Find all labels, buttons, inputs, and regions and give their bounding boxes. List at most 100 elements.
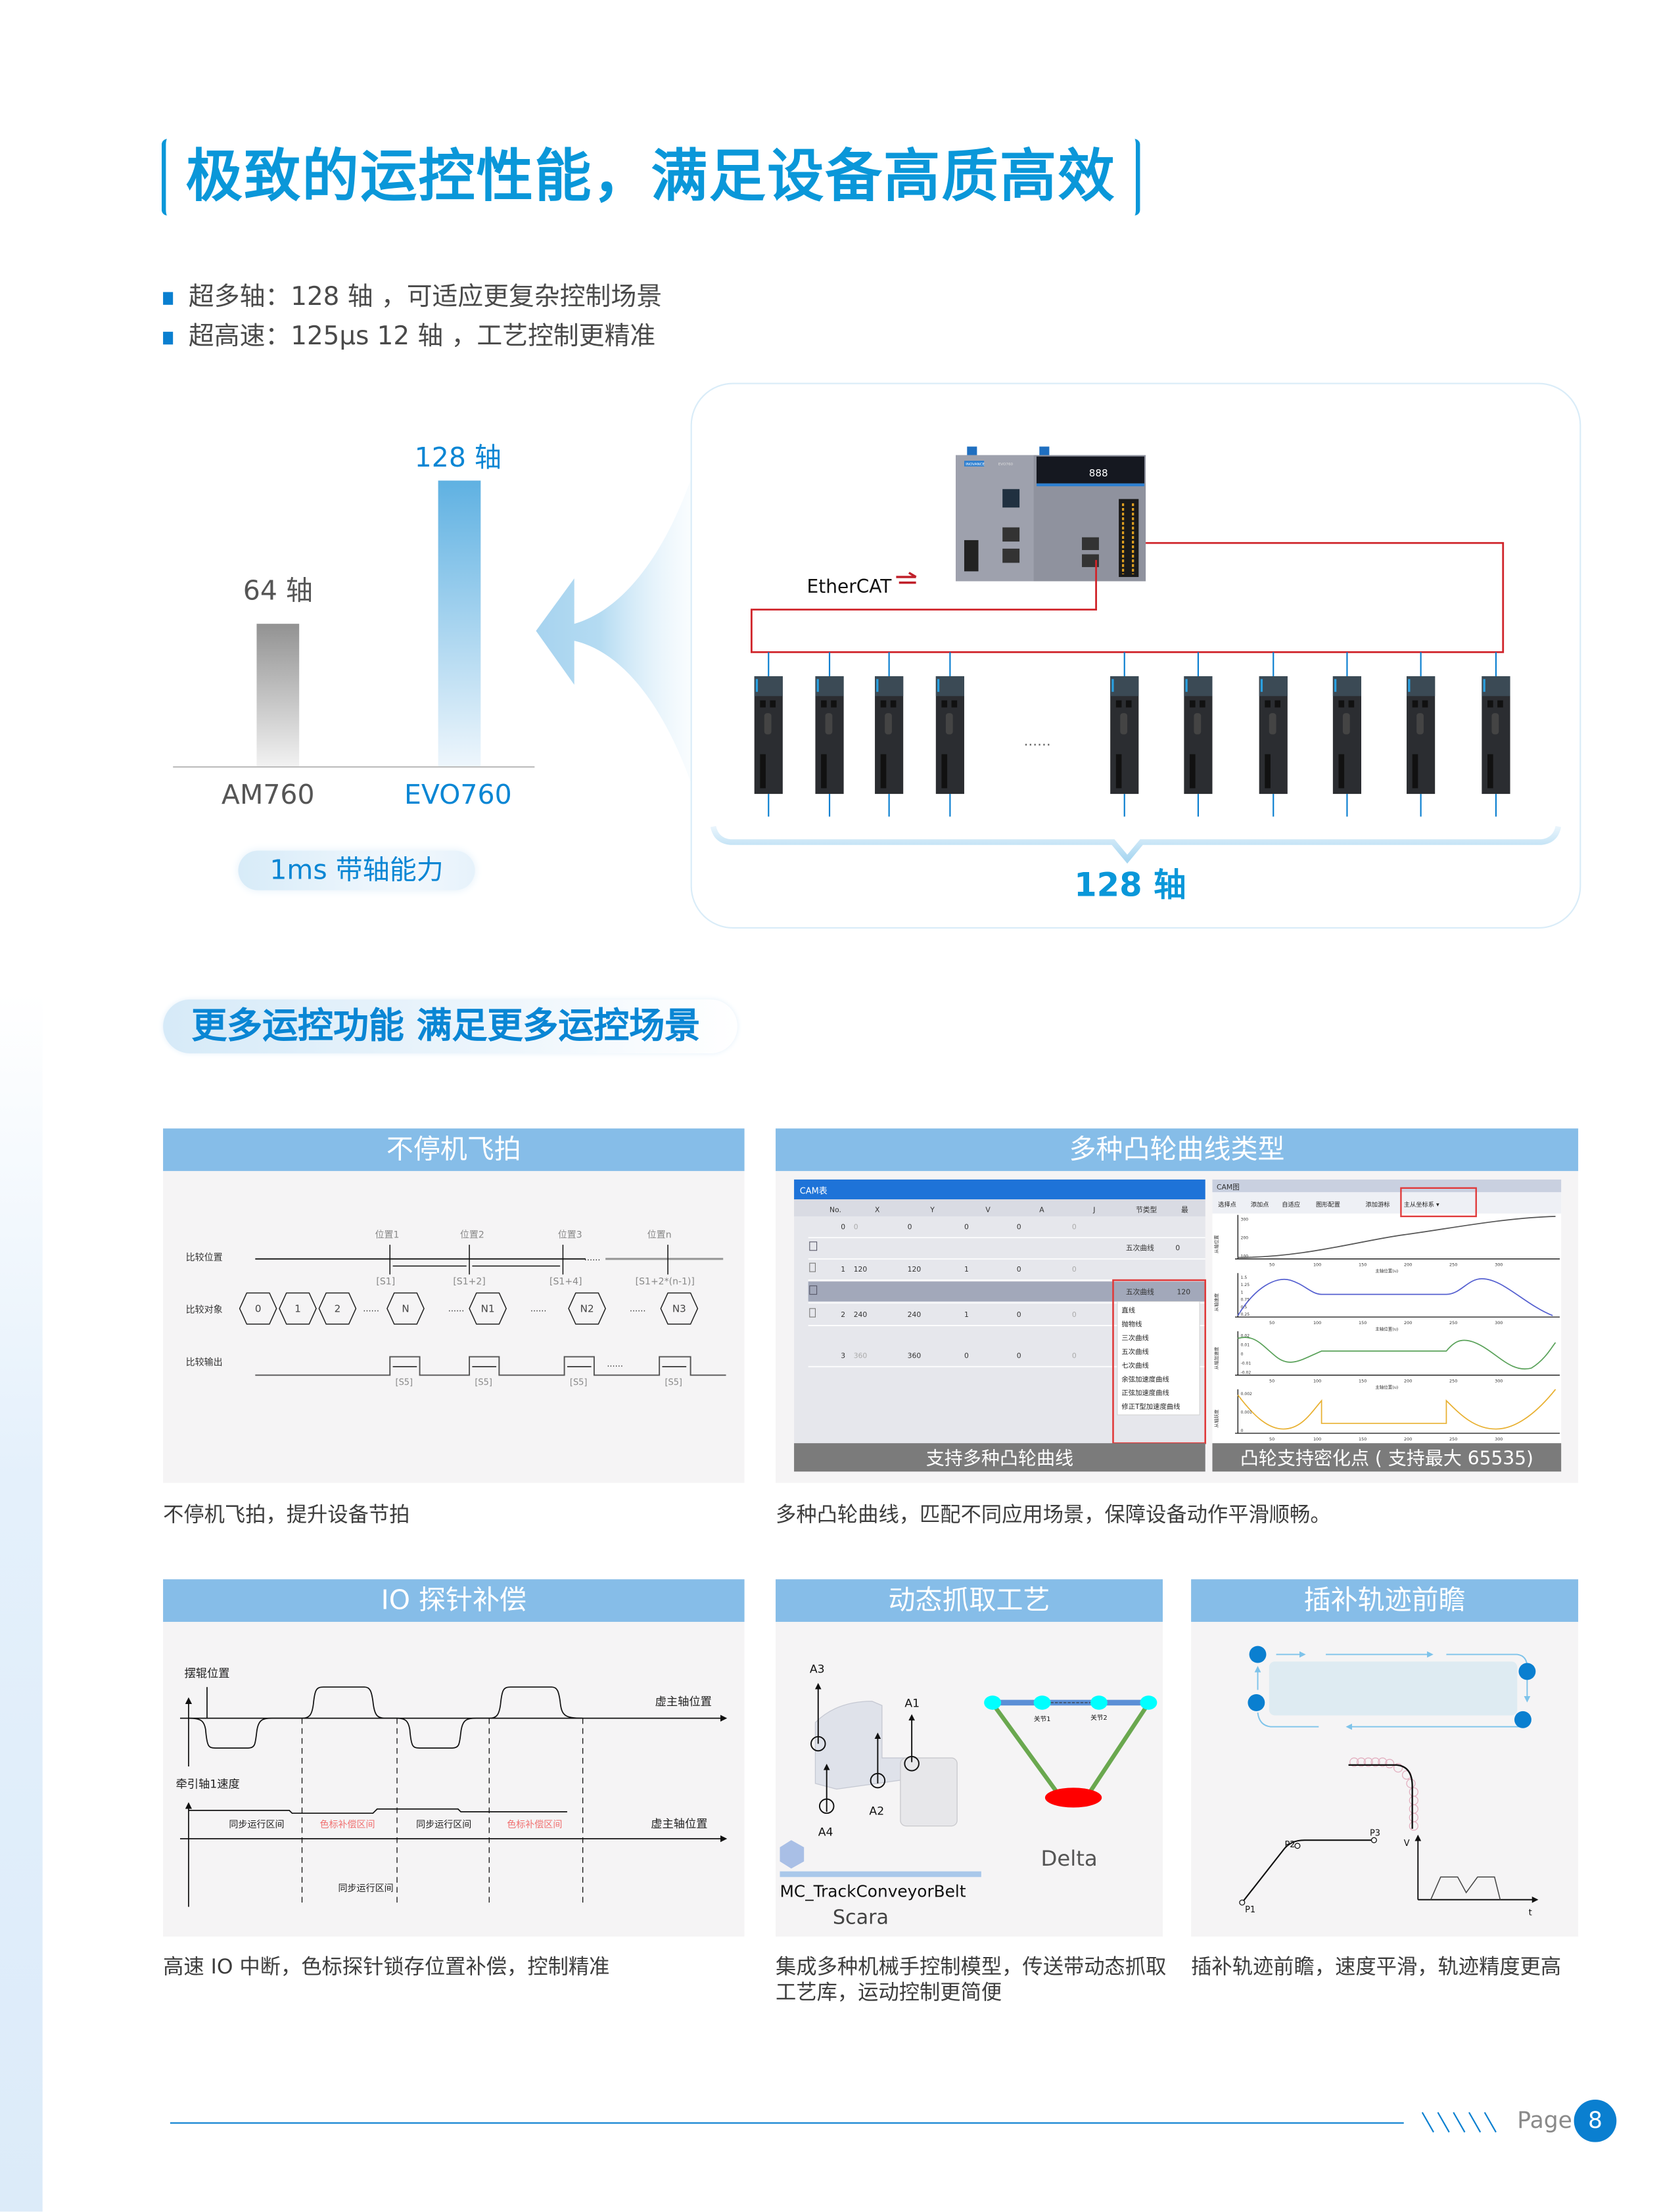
delete-icon[interactable] [809, 1308, 816, 1318]
compare-object-hex [568, 1292, 606, 1325]
insert-row-icon[interactable] [809, 1285, 818, 1295]
toolbar-button[interactable]: 自适应 [1282, 1201, 1300, 1209]
servo-drive [1259, 652, 1288, 817]
plot-ylabel: 从轴位置 [1213, 1235, 1219, 1253]
column-header: 节类型 [1136, 1205, 1157, 1214]
dropdown-option[interactable]: 正弦加速度曲线 [1121, 1389, 1169, 1397]
interval-label: [S1+4] [549, 1277, 582, 1287]
ethercat-logo: EtherCAT [807, 576, 893, 597]
cell-v: 1 [964, 1310, 969, 1319]
axis-capability-badge: 1ms 带轴能力 [238, 850, 475, 890]
page-title: 极致的运控性能，满足设备高质高效 [185, 145, 1116, 210]
cam-graph-title: CAM图 [1217, 1183, 1240, 1191]
compare-object-label: N3 [672, 1303, 686, 1315]
zone-label-sync: 同步运行区间 [416, 1820, 471, 1830]
plot-ytick: 0.002 [1241, 1392, 1252, 1396]
servo-drive [1407, 652, 1436, 817]
compare-object-hex [660, 1292, 699, 1325]
plot-xtick: 150 [1359, 1437, 1367, 1442]
toolbar-button[interactable]: 主从坐标系 ▾ [1404, 1201, 1439, 1209]
plot-xtick: 200 [1404, 1378, 1412, 1383]
plot-xtick: 300 [1495, 1378, 1503, 1383]
segment-type-dropdown[interactable] [1117, 1301, 1200, 1416]
plot-ytick: 200 [1241, 1235, 1249, 1240]
velocity-axis-label: V [1404, 1839, 1410, 1849]
pulse-width-label: [S5] [475, 1378, 492, 1388]
card-title: 不停机飞拍 [163, 1128, 745, 1171]
compare-object-hex [469, 1292, 507, 1325]
joint-label: 关节2 [1090, 1713, 1108, 1722]
bullet-square-icon [163, 291, 174, 304]
plot-xtick: 50 [1269, 1262, 1274, 1267]
card-caption: 多种凸轮曲线，匹配不同应用场景，保障设备动作平滑顺畅。 [776, 1504, 1331, 1527]
plot-ytick: 0.02 [1241, 1333, 1250, 1338]
compare-object-hex [279, 1292, 317, 1325]
plot-xtick: 250 [1449, 1320, 1457, 1325]
robot-models-illustration: A3 A1 A2 A4 关节1 关节2 Delta MC_TrackConvey… [780, 1663, 1157, 1929]
toolbar-button[interactable]: 添加点 [1251, 1201, 1269, 1209]
row-number: 1 [841, 1265, 845, 1274]
lower-axis-label: 牵引轴1速度 [176, 1778, 240, 1791]
page-number-badge: 8 [1574, 2099, 1617, 2142]
position-label: 位置2 [460, 1230, 484, 1240]
plot-xtick: 50 [1269, 1437, 1274, 1442]
plot-ytick: 0 [1241, 1352, 1244, 1356]
plot-ytick: 100 [1241, 1255, 1249, 1259]
cell-y: 0 [908, 1222, 912, 1231]
column-header: Y [929, 1205, 935, 1214]
axis-bar-chart [173, 480, 535, 768]
interpolation-illustration: P1 P2 P3 V t [1239, 1646, 1539, 1918]
delete-icon[interactable] [809, 1262, 816, 1272]
row-label: 比较输出 [186, 1356, 223, 1368]
controller-image: INOVANCE EVO760 888 [956, 446, 1146, 582]
cell-j: 0 [1072, 1310, 1077, 1319]
insert-row-icon[interactable] [809, 1241, 818, 1251]
card-caption: 插补轨迹前瞻，速度平滑，轨迹精度更高 [1191, 1956, 1562, 1979]
dropdown-option[interactable]: 三次曲线 [1121, 1334, 1148, 1343]
bar-value-label-evo760: 128 轴 [414, 442, 502, 474]
plot-ytick: 0.25 [1241, 1312, 1250, 1317]
servo-drive [875, 652, 904, 817]
bullet-square-icon [163, 331, 174, 344]
card-title: IO 探针补偿 [163, 1579, 745, 1622]
dots: ...... [630, 1304, 646, 1314]
row-label: 比较位置 [186, 1252, 223, 1263]
scara-robot-image [810, 1682, 958, 1827]
footer-line [170, 2122, 1404, 2124]
interval-label: [S1] [376, 1277, 395, 1287]
plot-xtick: 300 [1495, 1437, 1503, 1442]
dropdown-option[interactable]: 抛物线 [1121, 1320, 1142, 1329]
dropdown-option[interactable]: 余弦加速度曲线 [1121, 1375, 1169, 1383]
x-axis-label: 虚主轴位置 [651, 1818, 707, 1831]
cell-j: 0 [1072, 1265, 1077, 1274]
dropdown-option[interactable]: 修正T型加速度曲线 [1121, 1402, 1180, 1411]
plot-xtick: 150 [1359, 1378, 1367, 1383]
delta-label: Delta [1040, 1846, 1097, 1871]
interval-label: [S1+2] [453, 1277, 485, 1287]
axis-label-a2: A2 [869, 1805, 884, 1818]
card-title: 插补轨迹前瞻 [1191, 1579, 1579, 1622]
card-flying-shot: 不停机飞拍 [163, 1128, 745, 1483]
zone-label-sync: 同步运行区间 [229, 1820, 284, 1830]
toolbar-button[interactable]: 图形配置 [1316, 1201, 1340, 1209]
selected-row[interactable] [808, 1281, 1205, 1302]
compare-object-label: 1 [294, 1303, 301, 1315]
plot-xtick: 250 [1449, 1378, 1457, 1383]
title-bracket: 极致的运控性能，满足设备高质高效 [161, 139, 1140, 216]
dropdown-option[interactable]: 五次曲线 [1121, 1347, 1148, 1356]
plot-ytick: 1.25 [1241, 1283, 1250, 1287]
row-number: 2 [841, 1310, 845, 1319]
dropdown-option[interactable]: 直线 [1121, 1306, 1135, 1315]
servo-drive [1482, 652, 1510, 817]
point-label: P1 [1245, 1905, 1255, 1915]
function-block-name: MC_TrackConveyorBelt [780, 1881, 966, 1901]
toolbar-button[interactable]: 选择点 [1218, 1201, 1236, 1209]
toolbar-button[interactable]: 添加游标 [1365, 1201, 1390, 1209]
plot-ytick: -0.02 [1241, 1370, 1251, 1375]
section-heading: 更多运控功能 满足更多运控场景 [191, 1005, 701, 1047]
cell-a: 0 [1017, 1310, 1021, 1319]
bullet-speed: 超高速：125μs 12 轴 ，工艺控制更精准 [163, 316, 655, 353]
cell-x: 120 [854, 1265, 868, 1274]
dropdown-option[interactable]: 七次曲线 [1121, 1361, 1148, 1370]
